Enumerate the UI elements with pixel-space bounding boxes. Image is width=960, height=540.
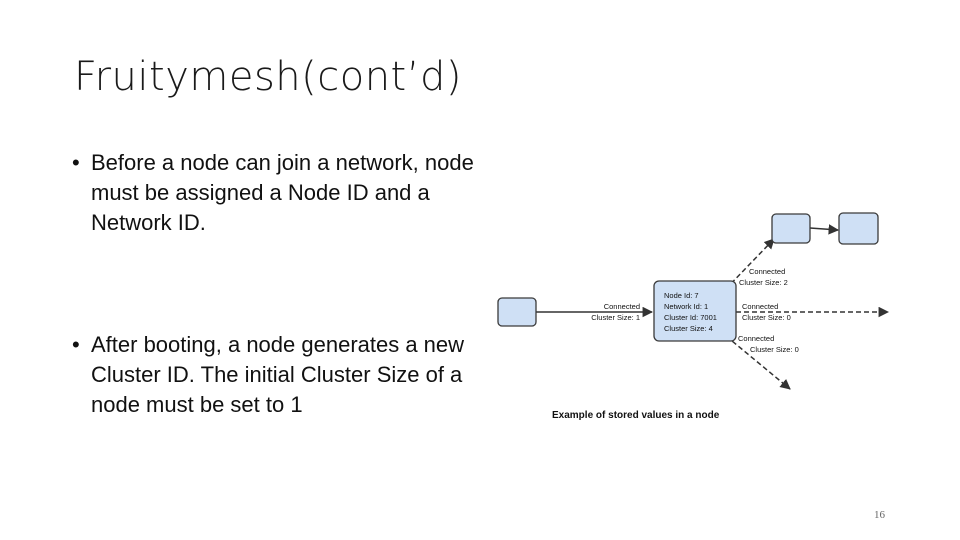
center-node-line: Cluster Id: 7001 — [664, 313, 717, 322]
center-node-line: Cluster Size: 4 — [664, 324, 713, 333]
bullet-dot: • — [72, 332, 80, 357]
bullet-item: • After booting, a node generates a new … — [72, 330, 492, 420]
edge-label: Connected — [604, 302, 640, 311]
edge-label: Cluster Size: 2 — [739, 278, 788, 287]
node-top-1 — [771, 213, 811, 244]
page-number: 16 — [874, 509, 885, 521]
bullet-text: Before a node can join a network, node m… — [91, 150, 474, 235]
node-top-2 — [838, 212, 879, 245]
bullet-text: After booting, a node generates a new Cl… — [91, 332, 465, 417]
edge-label: Cluster Size: 0 — [750, 345, 799, 354]
center-node-line: Node Id: 7 — [664, 291, 699, 300]
diagram-caption: Example of stored values in a node — [552, 410, 720, 421]
edge-bottom-right — [719, 330, 791, 390]
slide-title: Fruitymesh(cont’d) — [74, 54, 462, 100]
edge-label: Connected — [742, 302, 778, 311]
node-left — [497, 297, 537, 327]
edge-label: Connected — [738, 334, 774, 343]
edge-label: Cluster Size: 1 — [591, 313, 640, 322]
edge-label: Connected — [749, 267, 785, 276]
bullet-dot: • — [72, 150, 80, 175]
center-node-text: Node Id: 7 Network Id: 1 Cluster Id: 700… — [664, 291, 717, 333]
bullet-item: • Before a node can join a network, node… — [72, 148, 492, 238]
edge-label: Cluster Size: 0 — [742, 313, 791, 322]
edge-top — [809, 224, 840, 235]
stored-values-diagram: Node Id: 7 Network Id: 1 Cluster Id: 700… — [497, 212, 890, 421]
node-center — [653, 280, 737, 342]
center-node-line: Network Id: 1 — [664, 302, 708, 311]
